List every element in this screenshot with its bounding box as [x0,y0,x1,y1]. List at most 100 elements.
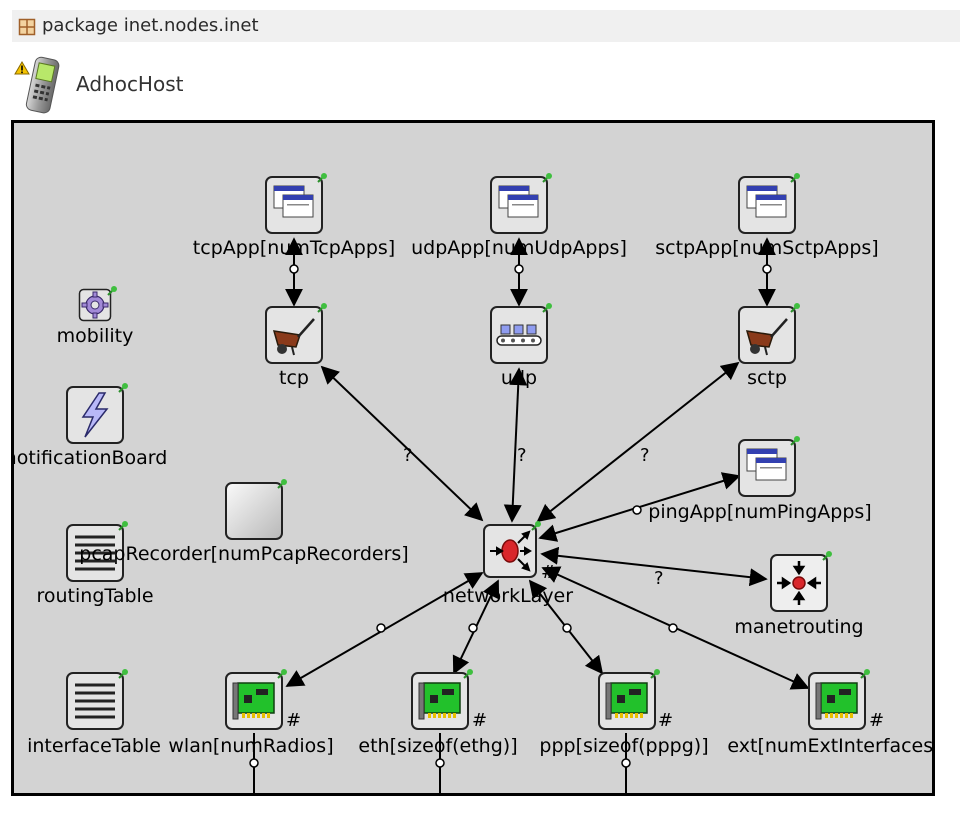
submodule-label: tcpApp[numTcpApps] [192,237,396,259]
gate-marker [435,758,445,768]
submodule-label: networkLayer [442,585,574,607]
submodule-label: mobility [56,325,134,347]
submodule-udpapp[interactable] [489,173,552,235]
pin-icon [276,475,288,494]
pin-icon [316,299,328,318]
submodule-wlan[interactable] [224,669,287,731]
network-layer-icon [483,524,537,578]
pin-icon [276,665,288,684]
submodule-label: routingTable [36,585,154,607]
connection-layer [249,237,810,793]
gear-icon [78,288,112,322]
submodule-label: udpApp[numUdpApps] [411,237,627,259]
submodule-label: ppp[sizeof(pppg)] [539,735,709,757]
link-udp-network [503,367,528,523]
submodule-label: tcp [279,367,309,389]
blank-box-icon [225,482,283,540]
conditional-marker: ? [403,445,413,466]
submodule-ppp[interactable] [597,669,660,731]
package-label: package inet.nodes.inet [42,15,259,36]
submodule-label: sctpApp[numSctpApps] [655,237,879,259]
submodule-label: eth[sizeof(ethg)] [358,735,518,757]
application-window-icon [738,439,796,497]
pin-icon [789,169,801,188]
submodule-udp[interactable] [489,303,552,365]
submodule-pingapp[interactable] [737,436,800,498]
gate-marker [249,758,259,768]
vector-marker: # [658,710,674,731]
pin-icon [117,665,129,684]
network-card-icon [598,672,656,730]
submodule-pcaprecorder[interactable] [224,479,287,541]
vector-marker: # [869,710,885,731]
conditional-marker: ? [640,445,650,466]
submodule-label: pcapRecorder[numPcapRecorders] [79,543,409,565]
pin-icon [541,169,553,188]
pin-icon [106,282,118,301]
submodule-label: sctp [747,367,787,389]
network-card-icon [808,672,866,730]
submodule-sctpapp[interactable] [737,173,800,235]
gate-marker [632,505,642,515]
conditional-marker: ? [517,445,527,466]
vector-marker: # [472,710,488,731]
submodule-ext[interactable] [807,669,870,731]
gate-marker [562,623,572,633]
router-icon [770,554,828,612]
submodule-label: udp [500,367,538,389]
submodule-label: pingApp[numPingApps] [648,501,872,523]
gate-marker [621,758,631,768]
submodule-eth[interactable] [410,669,473,731]
gate-marker [289,264,299,274]
network-card-icon [225,672,283,730]
submodule-label: notificationBoard [11,447,168,469]
submodule-sctp[interactable] [737,303,800,365]
pin-icon [117,517,129,536]
warning-icon [14,60,30,79]
module-title: AdhocHost [76,72,184,96]
network-canvas[interactable]: ? ? ? ? tcpApp[numTcpApps] udpApp[numUdp… [11,120,935,796]
application-window-icon [265,176,323,234]
submodule-tcpapp[interactable] [264,173,327,235]
submodule-mobility[interactable] [78,286,117,322]
vector-marker: # [541,562,557,583]
submodule-notificationboard[interactable] [65,383,128,445]
gate-marker [376,623,386,633]
conveyor-icon [490,306,548,364]
gate-marker [762,264,772,274]
pin-icon [462,665,474,684]
vector-marker: # [286,710,302,731]
pin-icon [316,169,328,188]
network-card-icon [411,672,469,730]
pin-icon [649,665,661,684]
link-sctp-network [536,361,740,523]
link-tcp-network [320,365,484,522]
module-header: AdhocHost [14,54,414,116]
package-bar: package inet.nodes.inet [12,10,960,42]
submodule-label: interfaceTable [27,735,161,757]
submodule-tcp[interactable] [264,303,327,365]
table-icon [66,524,124,582]
table-icon [66,672,124,730]
pin-icon [821,547,833,566]
pin-icon [541,299,553,318]
pin-icon [789,299,801,318]
submodule-routingtable[interactable] [65,521,128,583]
pin-icon [530,517,542,536]
wheelbarrow-icon [265,306,323,364]
lightning-board-icon [66,386,124,444]
pin-icon [117,379,129,398]
submodule-interfacetable[interactable] [65,669,128,731]
submodule-label: wlan[numRadios] [168,735,334,757]
submodule-label: manetrouting [734,616,864,638]
application-window-icon [490,176,548,234]
submodule-manetrouting[interactable] [769,551,832,613]
conditional-marker: ? [654,568,664,589]
mobile-phone-icon [14,54,62,120]
gate-marker [468,623,478,633]
pin-icon [789,432,801,451]
application-window-icon [738,176,796,234]
submodule-networklayer[interactable] [482,521,541,579]
gate-marker [514,264,524,274]
pin-icon [859,665,871,684]
